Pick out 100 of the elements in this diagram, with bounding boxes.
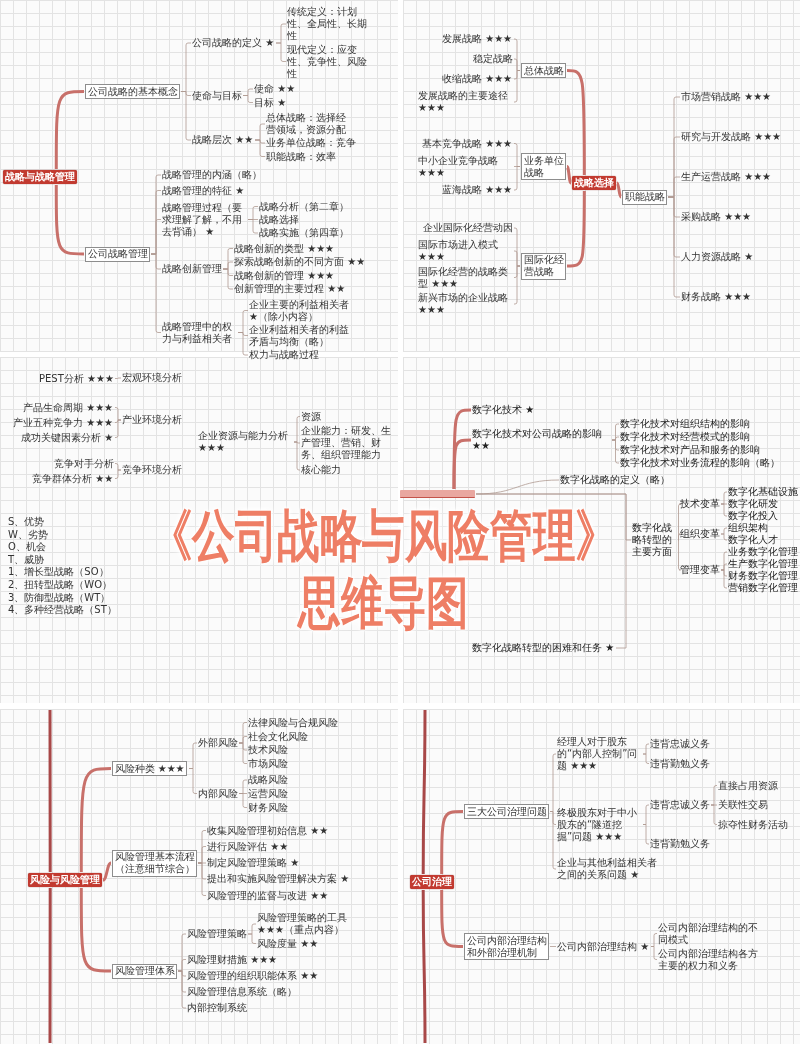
topic-text: 组织变革 (680, 528, 720, 540)
topic-text: 战略层次 ★★ (192, 134, 254, 146)
topic-text: 风险管理的组织职能体系 ★★ (187, 970, 319, 982)
topic-text: 违背勤勉义务 (650, 838, 710, 850)
topic-text: 使命 ★★ (254, 83, 296, 95)
root-bar (400, 490, 475, 498)
branch-line (102, 861, 112, 882)
branch-topic: 公司战略的基本概念 (85, 84, 180, 99)
branch-line (197, 862, 207, 896)
topic-text: 国际市场进入模式 ★★★ (418, 239, 513, 263)
topic-text: 业务数字化管理 (728, 546, 798, 558)
topic-text: 公司内部治理结构 ★ (557, 940, 650, 953)
topic-text: 技术变革 (680, 498, 720, 510)
topic-text: 战略创新的类型 ★★★ (234, 242, 335, 255)
root-topic: 战略与战略管理 (3, 170, 77, 184)
branch-line (242, 95, 254, 103)
topic-text: 战略选择 (259, 213, 299, 226)
topic-text: T、威胁 (8, 553, 45, 566)
topic-text: 战略创新的管理 ★★★ (234, 269, 335, 282)
topic-text: 现代定义：应变性、竞争性、风险性 (287, 43, 372, 80)
branch-line (677, 533, 681, 541)
topic-text: 数字化技术对产品和服务的影响 (620, 444, 760, 456)
topic-text: 探索战略创新的不同方面 ★★ (234, 256, 366, 268)
branch-line (421, 710, 427, 874)
topic-text: 财务风险 (248, 801, 288, 814)
topic-text: 基本竞争战略 ★★★ (422, 137, 513, 150)
topic-text: 国际化经营的战略类型 ★★★ (418, 265, 513, 290)
branch-topic: 总体战略 (521, 63, 566, 78)
branch-line (710, 785, 718, 806)
branch-line (615, 182, 623, 198)
topic-text: 战略管理的内涵（略） (162, 169, 262, 181)
branch-line (549, 753, 557, 812)
topic-text: 风险管理策略 (187, 928, 247, 940)
branch-line (720, 533, 728, 541)
topic-text: 数字化技术对经营模式的影响 (620, 431, 750, 443)
topic-text: 产业五种竞争力 ★★★ (13, 416, 114, 429)
topic-text: 数字化投入 (728, 510, 778, 522)
topic-text: 生产数字化管理 (728, 558, 798, 570)
topic-text: 社会文化风险 (248, 730, 308, 743)
branch-line (720, 569, 728, 589)
topic-text: 战略风险 (248, 774, 288, 786)
topic-text: 竞争群体分析 ★★ (32, 472, 114, 485)
topic-text: 市场营销战略 ★★★ (681, 91, 772, 103)
topic-text: 生产运营战略 ★★★ (681, 171, 772, 183)
topic-text: 稳定战略 (473, 53, 513, 65)
topic-text: 战略管理的特征 ★ (162, 184, 245, 197)
topic-text: O、机会 (8, 541, 46, 554)
topic-text: 战略分析（第二章） (259, 200, 349, 213)
branch-line (549, 946, 557, 947)
branch-line (513, 250, 521, 267)
branch-line (79, 767, 111, 872)
topic-text: 关联性交易 (718, 799, 768, 811)
branch-line (48, 888, 52, 1043)
topic-text: 数字化技术对公司战略的影响 ★★ (472, 428, 611, 452)
topic-text: 新兴市场的企业战略 ★★★ (418, 292, 513, 316)
topic-text: 权力与战略过程 (249, 349, 319, 361)
branch-line (114, 377, 122, 379)
topic-text: 市场风险 (248, 757, 288, 770)
topic-text: 进行风险评估 ★★ (207, 840, 289, 853)
branch-line (677, 539, 681, 571)
topic-text: S、优势 (8, 516, 45, 528)
topic-text: 战略管理中的权力与利益相关者 (162, 320, 237, 345)
topic-text: 2、扭转型战略（WO） (8, 579, 113, 591)
branch-line (475, 493, 627, 649)
topic-text: 蓝海战略 ★★★ (442, 184, 513, 196)
topic-text: 违背忠诚义务 (650, 738, 710, 750)
topic-text: 业务单位战略：竞争 (266, 137, 356, 149)
branch-line (513, 58, 521, 71)
topic-text: 财务战略 ★★★ (681, 291, 752, 303)
branch-line (114, 463, 122, 471)
branch-line (720, 563, 728, 571)
branch-line (720, 491, 728, 505)
branch-topic: 业务单位战略 (521, 153, 566, 180)
branch-topic: 风险种类 ★★★ (112, 761, 188, 776)
branch-line (650, 933, 658, 947)
branch-line (710, 804, 718, 825)
topic-text: 企业主要的利益相关者 ★（除小内容） (249, 298, 354, 323)
branch-line (720, 503, 728, 517)
topic-text: 传统定义：计划性、全局性、长期性 (287, 6, 372, 42)
root-topic: 公司治理 (410, 875, 454, 889)
topic-text: 违背忠诚义务 (650, 799, 710, 811)
topic-text: 人力资源战略 ★ (681, 251, 754, 263)
topic-text: 数字化战略转型的主要方面 (632, 522, 677, 558)
topic-text: 企业资源与能力分析 ★★★ (198, 430, 293, 454)
topic-text: 风险理财措施 ★★★ (187, 953, 278, 966)
topic-text: 组织架构 (728, 522, 768, 534)
topic-text: 数字化研发 (728, 498, 778, 510)
branch-line (565, 165, 573, 184)
topic-text: 外部风险 (198, 737, 238, 749)
topic-text: 内部控制系统 (187, 1002, 247, 1014)
branch-line (114, 469, 122, 479)
topic-text: 发展战略 ★★★ (442, 33, 513, 45)
topic-text: 中小企业竞争战略 ★★★ (418, 154, 513, 179)
topic-text: 1、增长型战略（SO） (8, 566, 109, 579)
branch-line (642, 804, 650, 825)
topic-text: 制定风险管理策略 ★ (207, 857, 300, 869)
branch-line (254, 139, 266, 157)
branch-line (650, 946, 658, 960)
topic-text: 竞争环境分析 (122, 464, 182, 476)
branch-line (452, 438, 471, 489)
